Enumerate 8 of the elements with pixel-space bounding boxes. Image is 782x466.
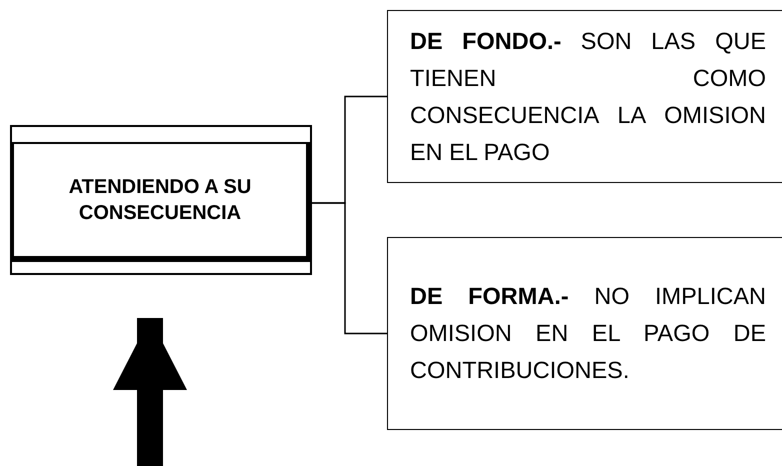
definition-box bbox=[387, 10, 782, 183]
definition-text: DE FONDO.- SON LAS QUE TIENEN COMO CONSECUENCIA LA OMISION EN EL PAGO bbox=[410, 26, 766, 166]
block-arrow bbox=[113, 318, 187, 466]
heading-text: ATENDIENDO A SU CONSECUENCIA bbox=[68, 175, 252, 226]
heading-box bbox=[12, 142, 312, 262]
bracket-connector bbox=[312, 202, 387, 334]
definition-box bbox=[387, 237, 782, 430]
definition-text: DE FORMA.- NO IMPLICAN OMISION EN EL PAGO DE CONTRIBUCIONES. bbox=[410, 282, 766, 385]
